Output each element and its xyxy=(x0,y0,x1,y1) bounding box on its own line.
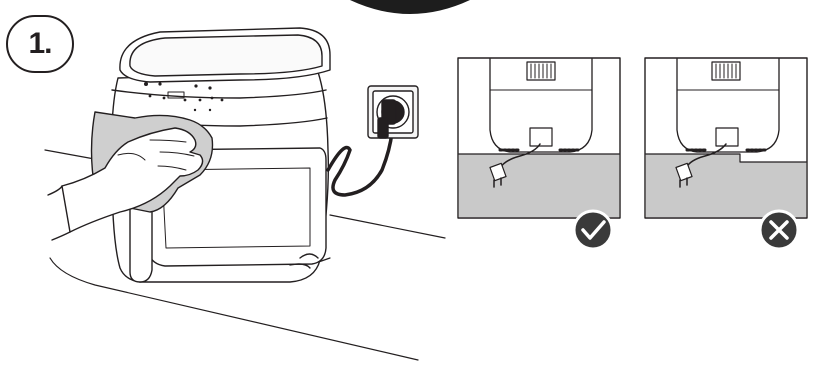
step-number: 1. xyxy=(28,27,52,60)
panel-correct xyxy=(457,57,621,219)
top-dark-shape xyxy=(350,0,470,14)
arm-outline xyxy=(47,185,71,241)
plug-icon xyxy=(489,162,507,188)
step-number-badge: 1. xyxy=(6,15,74,73)
power-cord xyxy=(326,130,394,197)
control-panel-icons xyxy=(144,82,224,112)
wall-socket xyxy=(367,85,419,139)
panel-incorrect xyxy=(644,57,808,219)
plug-icon xyxy=(675,162,693,188)
cross-icon xyxy=(758,209,800,251)
check-icon xyxy=(572,209,614,251)
hand xyxy=(61,127,204,233)
